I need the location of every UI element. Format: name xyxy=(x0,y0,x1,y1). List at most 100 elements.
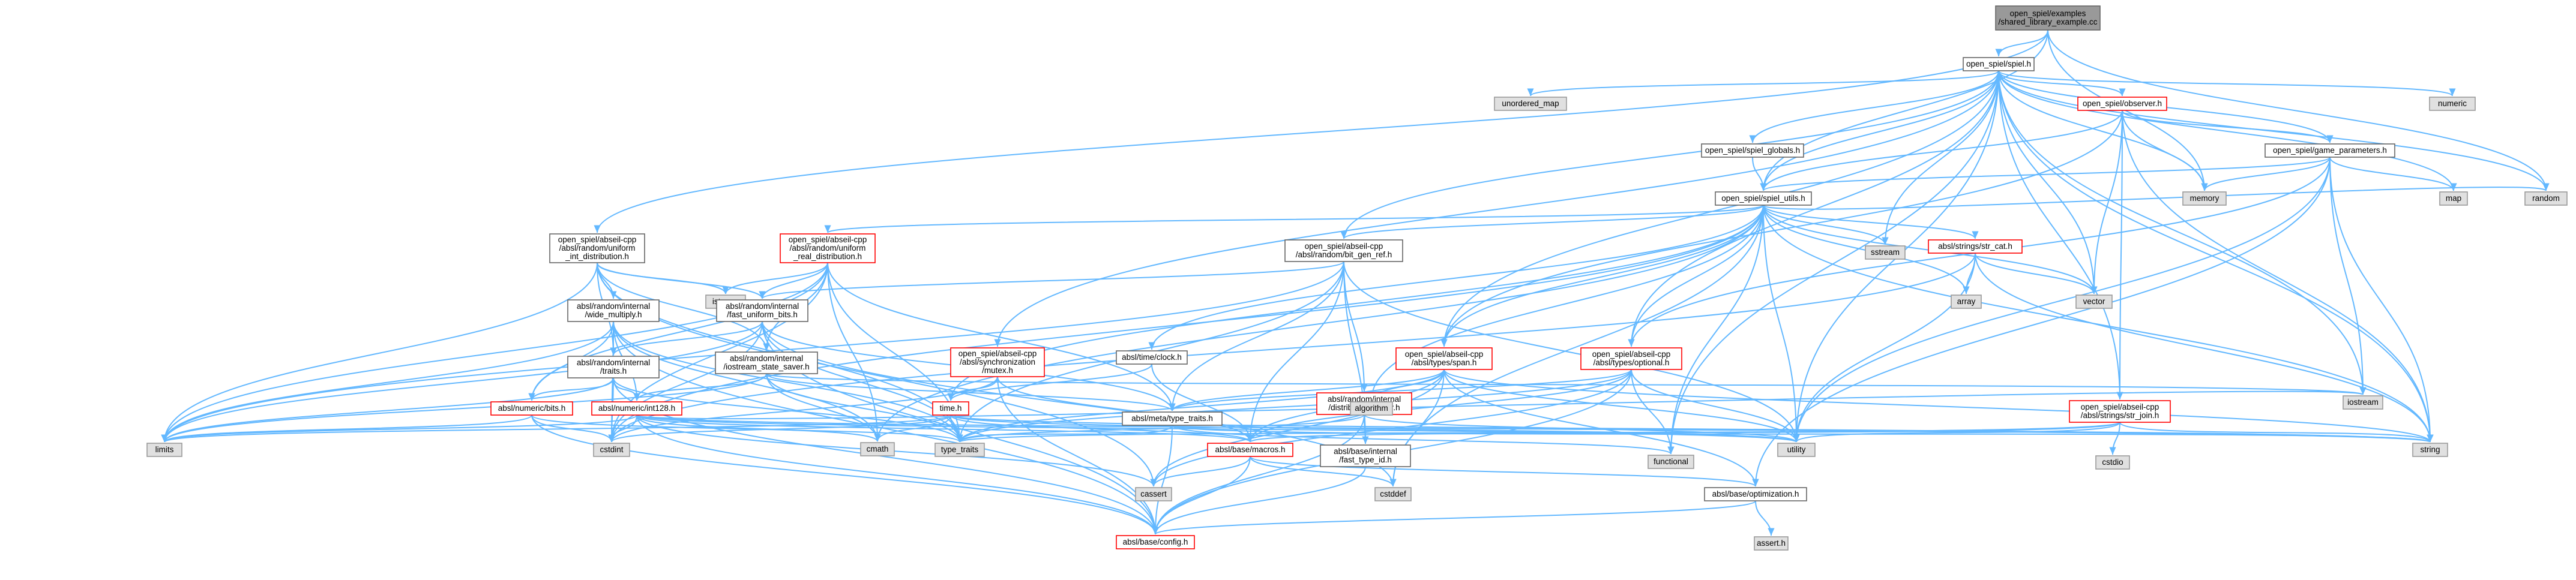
edge-optional-to-type_traits xyxy=(956,369,1632,443)
node-array[interactable]: array xyxy=(1951,294,1982,309)
node-label: absl/time/clock.h xyxy=(1122,353,1182,362)
node-label: open_spiel/abseil-cpp xyxy=(958,349,1037,358)
edge-optimization-to-config xyxy=(1152,500,1756,535)
node-clock[interactable]: absl/time/clock.h xyxy=(1116,350,1188,365)
node-box xyxy=(1754,536,1789,551)
node-cstddef[interactable]: cstddef xyxy=(1374,487,1412,501)
node-box xyxy=(2095,455,2130,470)
node-bit-gen-ref[interactable]: open_spiel/abseil-cpp/absl/random/bit_ge… xyxy=(1284,239,1403,262)
node-sstream[interactable]: sstream xyxy=(1865,245,1906,260)
node-box xyxy=(1135,487,1172,501)
node-cmath[interactable]: cmath xyxy=(860,442,895,456)
node-int128[interactable]: absl/numeric/int128.h xyxy=(591,401,682,416)
edge-game_parameters-to-map xyxy=(2329,157,2457,191)
node-label: /absl/types/span.h xyxy=(1412,358,1477,367)
node-box xyxy=(1963,57,2035,71)
edge-span-to-utility xyxy=(1443,369,1800,443)
edge-time-to-macros xyxy=(950,414,1254,443)
node-cstdint[interactable]: cstdint xyxy=(593,443,630,457)
node-label: /wide_multiply.h xyxy=(585,310,642,319)
edge-spiel_h-to-span xyxy=(1440,70,1999,347)
node-label: iostream xyxy=(2347,398,2379,407)
node-string[interactable]: string xyxy=(2412,443,2448,457)
node-fast-type-id[interactable]: absl/base/internal/fast_type_id.h xyxy=(1320,444,1411,467)
edge-bits-to-config xyxy=(531,414,1159,535)
edge-fast_uniform_bits-to-limits xyxy=(161,321,763,443)
node-label: /absl/random/bit_gen_ref.h xyxy=(1296,250,1392,259)
node-str-cat[interactable]: absl/strings/str_cat.h xyxy=(1928,239,2023,254)
node-functional[interactable]: functional xyxy=(1648,455,1694,469)
edge-spiel_h-to-bit_gen_ref xyxy=(1340,70,1999,239)
node-macros[interactable]: absl/base/macros.h xyxy=(1207,443,1293,457)
node-label: array xyxy=(1957,297,1976,306)
node-cassert[interactable]: cassert xyxy=(1135,487,1172,501)
edge-observer-to-spiel_utils xyxy=(1760,110,2123,191)
node-meta-type-traits[interactable]: absl/meta/type_traits.h xyxy=(1122,411,1223,426)
node-iostream-state-saver[interactable]: absl/random/internal/iostream_state_save… xyxy=(715,351,818,374)
node-span[interactable]: open_spiel/abseil-cpp/absl/types/span.h xyxy=(1395,347,1493,370)
node-game-parameters[interactable]: open_spiel/game_parameters.h xyxy=(2265,143,2395,158)
node-assert-h[interactable]: assert.h xyxy=(1754,536,1789,551)
edge-int128-to-cmath xyxy=(636,414,881,442)
node-box xyxy=(934,443,985,457)
node-random[interactable]: random xyxy=(2524,191,2568,206)
edge-spiel_utils-to-cstdint xyxy=(608,205,1764,443)
node-box xyxy=(860,442,895,456)
node-numeric[interactable]: numeric xyxy=(2429,97,2476,111)
node-uniform-real[interactable]: open_spiel/abseil-cpp/absl/random/unifor… xyxy=(780,233,876,263)
edge-spiel_utils-to-uniform_real xyxy=(825,205,1764,233)
node-bits[interactable]: absl/numeric/bits.h xyxy=(490,401,573,416)
edge-uniform_int-to-limits xyxy=(161,262,598,443)
node-label: vector xyxy=(2083,297,2105,306)
node-vector[interactable]: vector xyxy=(2075,294,2113,309)
node-observer[interactable]: open_spiel/observer.h xyxy=(2077,97,2167,111)
node-label: absl/numeric/int128.h xyxy=(598,404,675,413)
node-unordered-map[interactable]: unordered_map xyxy=(1494,97,1567,111)
node-label: absl/random/internal xyxy=(577,358,650,367)
node-optimization[interactable]: absl/base/optimization.h xyxy=(1704,487,1807,501)
node-config[interactable]: absl/base/config.h xyxy=(1116,535,1195,549)
node-spiel-h[interactable]: open_spiel/spiel.h xyxy=(1963,57,2035,71)
node-label: unordered_map xyxy=(1502,99,1559,108)
edge-int128-to-cassert xyxy=(636,414,1157,487)
node-box xyxy=(1350,401,1393,416)
node-utility[interactable]: utility xyxy=(1777,443,1816,457)
node-mutex[interactable]: open_spiel/abseil-cpp/absl/synchronizati… xyxy=(950,347,1045,377)
edge-iostream_state_saver-to-iostream xyxy=(766,373,2366,395)
edge-int128-to-limits xyxy=(161,414,637,443)
node-box xyxy=(2077,97,2167,111)
node-label: /traits.h xyxy=(600,366,627,375)
node-algorithm[interactable]: algorithm xyxy=(1350,401,1393,416)
edge-span-to-meta_type_traits xyxy=(1169,369,1445,411)
node-optional[interactable]: open_spiel/abseil-cpp/absl/types/optiona… xyxy=(1580,347,1682,370)
node-fast-uniform-bits[interactable]: absl/random/internal/fast_uniform_bits.h xyxy=(716,299,808,322)
edge-spiel_h-to-spiel_utils xyxy=(1760,70,1999,191)
node-limits[interactable]: limits xyxy=(146,443,182,457)
node-spiel-globals[interactable]: open_spiel/spiel_globals.h xyxy=(1701,143,1804,158)
node-box xyxy=(1648,455,1694,469)
edge-int128-to-config xyxy=(636,414,1159,535)
edge-bits-to-limits xyxy=(161,414,532,443)
node-map[interactable]: map xyxy=(2439,191,2468,206)
node-memory[interactable]: memory xyxy=(2182,191,2227,206)
node-spiel-utils[interactable]: open_spiel/spiel_utils.h xyxy=(1715,191,1812,206)
node-label: string xyxy=(2420,445,2440,454)
node-box xyxy=(1122,411,1223,426)
node-label: /mutex.h xyxy=(982,366,1013,375)
node-box xyxy=(2182,191,2227,206)
edge-mutex-to-config xyxy=(997,376,1159,535)
node-root[interactable]: open_spiel/examples/shared_library_examp… xyxy=(1995,5,2101,31)
node-cstdio[interactable]: cstdio xyxy=(2095,455,2130,470)
node-traits[interactable]: absl/random/internal/traits.h xyxy=(567,356,660,378)
node-wide-multiply[interactable]: absl/random/internal/wide_multiply.h xyxy=(567,299,660,322)
edge-root-to-random xyxy=(2047,29,2550,191)
node-time[interactable]: time.h xyxy=(932,401,969,416)
edge-observer-to-vector xyxy=(2090,110,2123,294)
node-str-join[interactable]: open_spiel/abseil-cpp/absl/strings/str_j… xyxy=(2069,400,2171,423)
node-iostream[interactable]: iostream xyxy=(2343,395,2383,410)
node-label: memory xyxy=(2190,194,2219,203)
node-uniform-int[interactable]: open_spiel/abseil-cpp/absl/random/unifor… xyxy=(549,233,645,263)
node-type-traits[interactable]: type_traits xyxy=(934,443,985,457)
edge-time-to-utility xyxy=(950,414,1799,443)
edge-uniform_int-to-wide_multiply xyxy=(597,262,617,299)
